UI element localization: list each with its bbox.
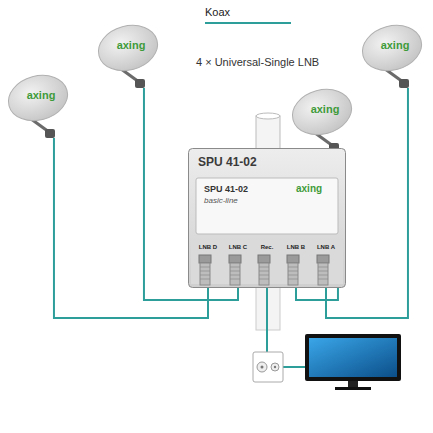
coax-wire [283, 366, 305, 368]
socket-pin [261, 366, 264, 369]
caption-note: 4 × Universal-Single LNB [196, 56, 319, 68]
port-label: LNB A [309, 244, 343, 251]
brand-logo: axing [5, 89, 77, 102]
thread-line [200, 271, 210, 272]
mounting-tab-top [256, 113, 280, 119]
mounting-tab [256, 116, 280, 150]
socket-pin [274, 366, 276, 368]
f-connector-port: LNB A [309, 243, 343, 285]
tv-frame [305, 334, 401, 381]
f-connector-port: LNB D [191, 243, 225, 285]
connector-nut [287, 255, 299, 263]
satellite-dish-shape [5, 72, 77, 138]
lnb [399, 79, 409, 88]
brand-logo: axing [289, 103, 361, 116]
thread-line [318, 275, 328, 276]
satellite-dish: axing [359, 22, 431, 88]
connector-nut [199, 255, 211, 263]
thread-line [259, 275, 269, 276]
port-label: LNB B [279, 244, 313, 251]
tv-base [335, 387, 371, 390]
port-label: LNB C [221, 244, 255, 251]
model-name: SPU 41-02 [204, 184, 248, 194]
device-body [189, 149, 346, 288]
connector-thread [230, 263, 240, 285]
satellite-dish: axing [5, 72, 77, 138]
satellite-dish: axing [289, 86, 361, 152]
thread-line [230, 267, 240, 268]
brand-logo: axing [95, 39, 167, 52]
connector-thread [318, 263, 328, 285]
connector-nut [229, 255, 241, 263]
socket-outlet [271, 363, 279, 371]
connector-thread [259, 263, 269, 285]
coax-cable [54, 138, 208, 318]
thread-line [288, 267, 298, 268]
legend-sample [205, 18, 291, 28]
port-label: LNB D [191, 244, 225, 251]
device-title: SPU 41-02 [198, 156, 257, 170]
connector-thread [288, 263, 298, 285]
coax-wire [266, 287, 268, 352]
thread-line [230, 279, 240, 280]
brand-logo: axing [359, 39, 431, 52]
label-panel [196, 178, 338, 234]
thread-line [259, 271, 269, 272]
thread-line [318, 267, 328, 268]
thread-line [200, 275, 210, 276]
f-connector-port: Rec. [250, 243, 284, 285]
diseqc-switch: SPU 41-02SPU 41-02basic-lineaxingLNB DLN… [188, 148, 346, 288]
satellite-dish: axing [95, 22, 167, 88]
satellite-dish-shape [359, 22, 431, 88]
thread-line [318, 271, 328, 272]
lnb [45, 129, 55, 138]
f-connector-port: LNB B [279, 243, 313, 285]
thread-line [200, 279, 210, 280]
tv-screen [309, 338, 397, 377]
thread-line [230, 275, 240, 276]
thread-line [230, 271, 240, 272]
thread-line [318, 279, 328, 280]
legend-line [205, 22, 291, 24]
product-line: basic-line [204, 196, 238, 205]
thread-line [200, 267, 210, 268]
connector-nut [258, 255, 270, 263]
port-label: Rec. [250, 244, 284, 251]
connector-nut [317, 255, 329, 263]
satellite-dish-shape [95, 22, 167, 88]
tv-stand [348, 381, 358, 387]
f-connector-port: LNB C [221, 243, 255, 285]
thread-line [259, 267, 269, 268]
thread-line [259, 279, 269, 280]
legend-text: Koax [205, 6, 291, 18]
thread-line [288, 271, 298, 272]
satellite-dish-shape [289, 86, 361, 152]
legend-item: Koax [205, 6, 291, 28]
connector-thread [200, 263, 210, 285]
socket-outlet [257, 362, 267, 372]
brand-logo: axing [296, 183, 322, 195]
lnb [135, 79, 145, 88]
thread-line [288, 279, 298, 280]
wall-socket [253, 352, 283, 382]
port-strip [191, 240, 343, 284]
thread-line [288, 275, 298, 276]
